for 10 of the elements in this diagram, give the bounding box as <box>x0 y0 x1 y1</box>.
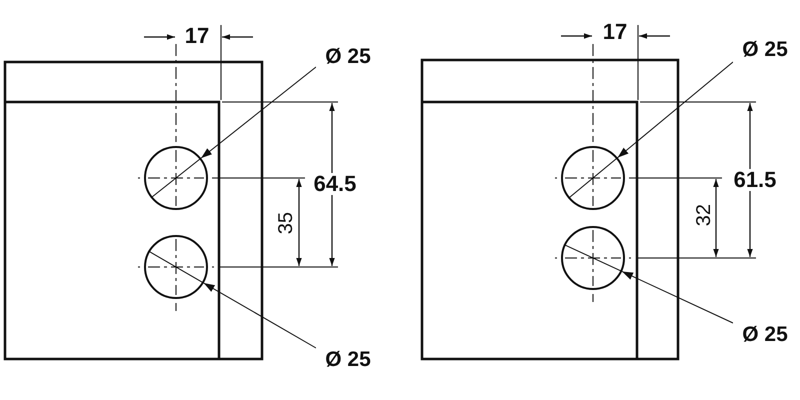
diameter-label: Ø 25 <box>325 46 371 66</box>
diameter-label: Ø 25 <box>742 38 788 60</box>
dimension-label: 64.5 <box>312 173 358 195</box>
dimension-label: 61.5 <box>732 169 778 191</box>
leader-line <box>203 282 316 348</box>
leader-line <box>617 62 734 158</box>
diameter-label: Ø 25 <box>325 348 371 370</box>
leader-line <box>200 66 316 159</box>
diameter-label: Ø 25 <box>742 324 788 344</box>
leader-line <box>622 270 734 324</box>
